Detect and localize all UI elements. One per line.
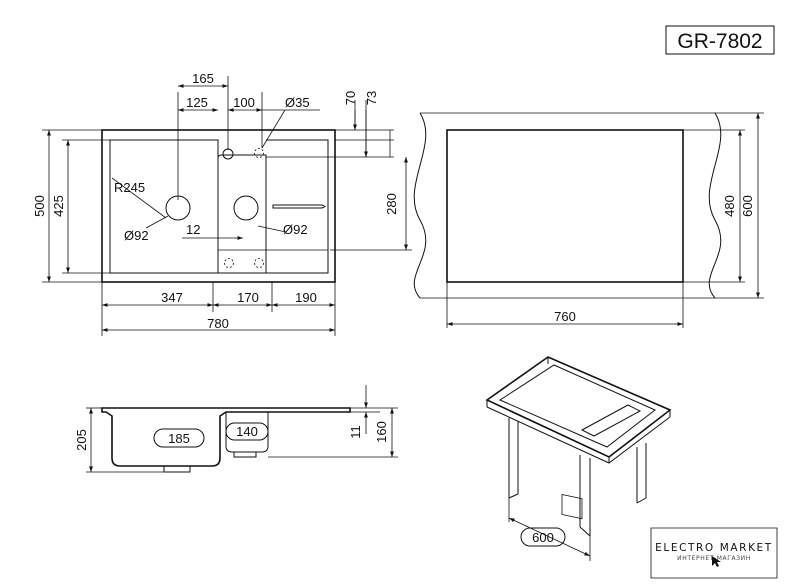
dim-425: 425	[51, 195, 66, 217]
dim-480: 480	[722, 195, 737, 217]
cutout-rect	[446, 129, 684, 283]
dim-185: 185	[168, 431, 190, 446]
dim-140: 140	[236, 424, 258, 439]
right-drain	[233, 195, 259, 221]
top-view: 165 125 100 Ø35 70 73 500 425 R245 Ø92 Ø…	[32, 71, 412, 336]
dim-190: 190	[295, 290, 317, 305]
dim-100: 100	[233, 95, 255, 110]
dim-205: 205	[74, 429, 89, 451]
badge-140	[225, 422, 269, 441]
dim-iso-600: 600	[532, 530, 554, 545]
dim-280: 280	[384, 193, 399, 215]
section-profile	[101, 407, 351, 467]
dim-780: 780	[207, 316, 229, 331]
brand-name: ELECTRO MARKET	[655, 542, 773, 554]
model-label-text: GR-7802	[677, 30, 762, 53]
brand-box: ELECTRO MARKET ИНТЕРНЕТ-МАГАЗИН	[650, 527, 778, 579]
dim-70: 70	[343, 91, 358, 105]
dim-160: 160	[374, 421, 389, 443]
dim-165: 165	[192, 71, 214, 86]
dim-dia-92-left: Ø92	[124, 228, 149, 243]
tap-hole	[222, 148, 234, 160]
iso-frame	[485, 356, 672, 458]
badge-600	[520, 527, 566, 547]
dim-600: 600	[740, 195, 755, 217]
model-label: GR-7802	[665, 25, 775, 55]
dim-dia-92-right: Ø92	[283, 222, 308, 237]
countertop-break-right	[708, 112, 722, 299]
iso-divider	[580, 404, 642, 437]
dim-73: 73	[364, 91, 379, 105]
cursor-icon	[712, 556, 721, 567]
isometric-view: 600	[485, 356, 672, 561]
dim-11: 11	[348, 425, 363, 439]
dim-125: 125	[186, 95, 208, 110]
dim-radius-245: R245	[114, 180, 145, 195]
overflow-slot	[272, 204, 327, 209]
countertop-break-left	[413, 112, 427, 299]
dim-500: 500	[32, 195, 47, 217]
section-view: 205 185 140 11 160	[74, 385, 398, 473]
dim-760: 760	[554, 309, 576, 324]
left-bowl	[109, 139, 219, 274]
dim-12: 12	[186, 222, 200, 237]
dim-dia-35: Ø35	[285, 95, 310, 110]
brand-frame	[650, 527, 778, 579]
drainboard	[266, 139, 329, 274]
right-bowl	[217, 154, 267, 274]
dim-347: 347	[161, 290, 183, 305]
cutout-view: 480 600 760	[413, 112, 764, 328]
dim-170: 170	[237, 290, 259, 305]
badge-185	[153, 428, 205, 448]
